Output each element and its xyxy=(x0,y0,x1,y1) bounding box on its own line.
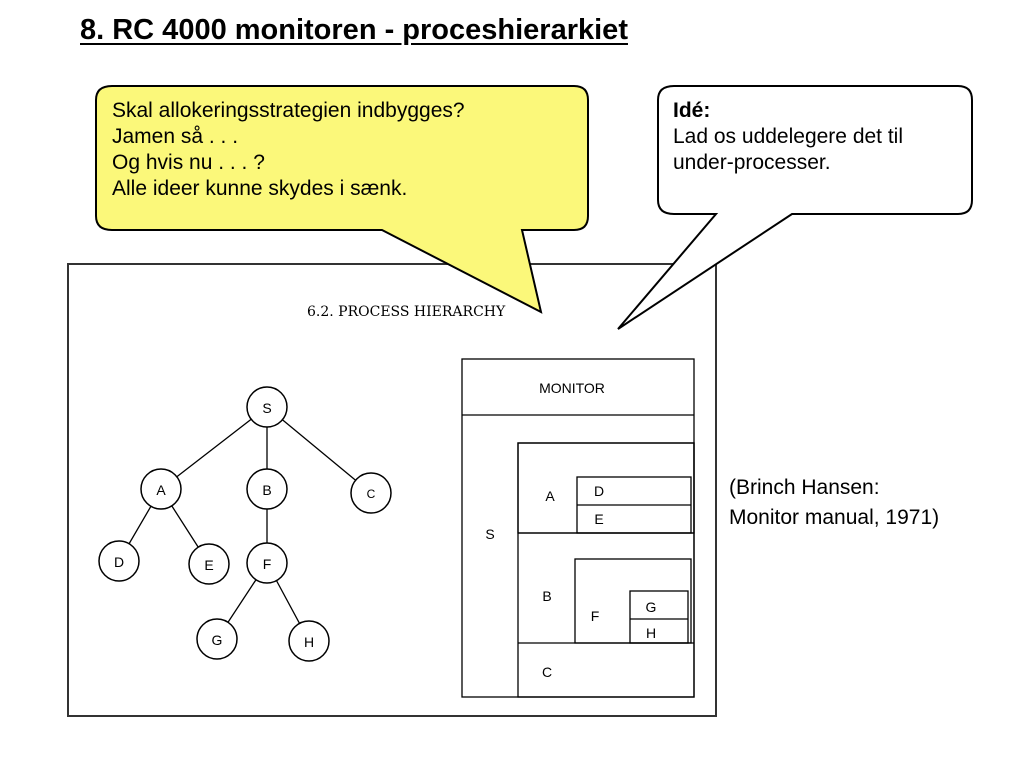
callout-left-line-2: Jamen så . . . xyxy=(112,125,239,148)
citation-line-1: (Brinch Hansen: xyxy=(729,476,880,499)
callout-left-line-3: Og hvis nu . . . ? xyxy=(112,151,265,174)
tree-node-e: E xyxy=(188,543,230,585)
process-hierarchy-figure: 6.2. PROCESS HIERARCHY S A B C xyxy=(98,304,695,698)
svg-text:G: G xyxy=(212,632,223,648)
callout-right-bubble xyxy=(617,85,973,330)
box-a-label: A xyxy=(545,488,555,504)
citation-line-2: Monitor manual, 1971) xyxy=(729,506,940,529)
tree-node-s: S xyxy=(246,386,288,428)
svg-text:F: F xyxy=(263,556,272,572)
box-monitor-label: MONITOR xyxy=(539,380,605,396)
tree-node-a: A xyxy=(140,468,182,510)
svg-text:H: H xyxy=(304,634,314,650)
box-e-label: E xyxy=(594,511,603,527)
figure-frame: 6.2. PROCESS HIERARCHY S A B C xyxy=(67,263,717,717)
callout-left-line-1: Skal allokeringsstrategien indbygges? xyxy=(112,99,465,122)
figure-caption: 6.2. PROCESS HIERARCHY xyxy=(307,304,506,320)
box-s-label: S xyxy=(485,526,494,542)
callout-left-text: Skal allokeringsstrategien indbygges? Ja… xyxy=(112,98,465,202)
callout-left-bubble xyxy=(95,85,589,314)
callout-right-heading: Idé: xyxy=(673,99,711,122)
tree-node-b: B xyxy=(246,468,288,510)
tree-node-c: C xyxy=(350,472,392,514)
slide-title: 8. RC 4000 monitoren - proceshierarkiet xyxy=(80,14,628,46)
svg-text:A: A xyxy=(156,482,166,498)
svg-text:S: S xyxy=(262,400,271,416)
box-h-label: H xyxy=(646,625,656,641)
box-c-label: C xyxy=(542,664,552,680)
nested-boxes xyxy=(461,358,695,698)
svg-text:C: C xyxy=(367,487,376,501)
callout-left-line-4: Alle ideer kunne skydes i sænk. xyxy=(112,177,408,200)
box-b-label: B xyxy=(542,588,551,604)
svg-text:D: D xyxy=(114,554,124,570)
box-f-label: F xyxy=(591,608,600,624)
tree-node-d: D xyxy=(98,540,140,582)
tree-node-g: G xyxy=(196,618,238,660)
callout-right-text: Idé: Lad os uddelegere det til under-pro… xyxy=(673,98,903,176)
tree-node-h: H xyxy=(288,620,330,662)
box-d-label: D xyxy=(594,483,604,499)
callout-right-line-1: Lad os uddelegere det til xyxy=(673,125,904,148)
svg-text:E: E xyxy=(204,557,213,573)
svg-text:B: B xyxy=(262,482,271,498)
callout-right-line-2: under-processer. xyxy=(673,151,831,174)
box-g-label: G xyxy=(646,599,657,615)
tree-node-f: F xyxy=(246,542,288,584)
citation: (Brinch Hansen: Monitor manual, 1971) xyxy=(729,473,939,533)
